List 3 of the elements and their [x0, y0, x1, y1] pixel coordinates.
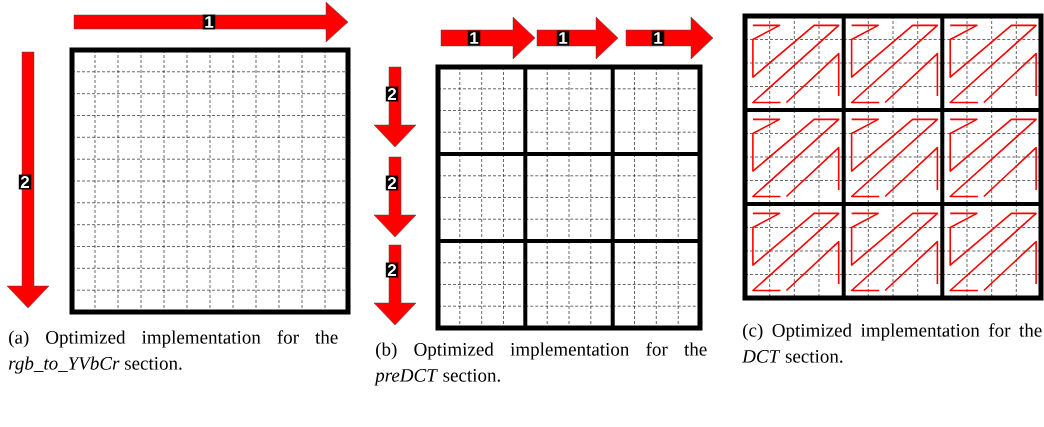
- caption: (a) Optimized implementation for the rgb_to_YVbCr section.: [9, 330, 338, 374]
- caption: (b) Optimized implementation for the preDCT section.: [374, 342, 707, 386]
- caption: (c) Optimized implementation for the DCT section.: [742, 323, 1042, 363]
